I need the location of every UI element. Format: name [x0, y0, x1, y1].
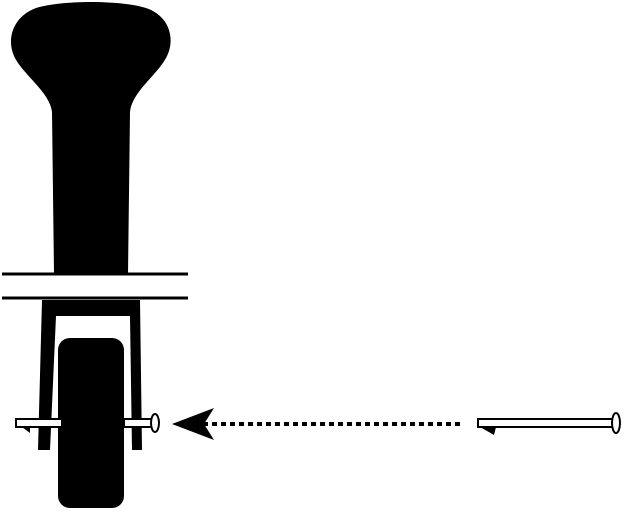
loose-axle-pin-icon	[477, 412, 621, 435]
installed-axle-pin-icon	[15, 413, 160, 433]
dashed-arrow-left-icon	[172, 408, 460, 440]
wheel-fork-icon	[38, 300, 142, 450]
handle-knob-icon	[10, 2, 171, 274]
wheel-icon	[58, 338, 124, 508]
